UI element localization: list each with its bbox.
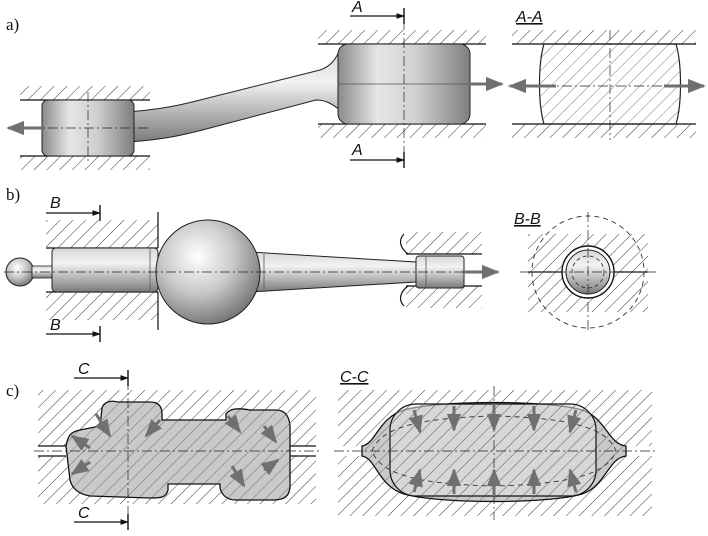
section-b-top-label: B bbox=[50, 195, 61, 212]
panel-c: c) C C C-C bbox=[6, 361, 656, 530]
die-top-right bbox=[318, 30, 486, 44]
aa-die-top bbox=[512, 30, 696, 44]
c-die-block bbox=[38, 390, 316, 504]
die-bottom-right bbox=[318, 124, 486, 138]
b-die-bottom-left bbox=[46, 292, 158, 320]
die-bottom-left bbox=[20, 156, 150, 170]
section-a-a-title: A-A bbox=[515, 9, 543, 26]
connecting-rod-arm bbox=[127, 49, 341, 143]
panel-b: b) B B B-B bbox=[4, 185, 656, 342]
panel-b-label: b) bbox=[6, 185, 20, 204]
section-c-c-title: C-C bbox=[340, 369, 369, 386]
die-top-left bbox=[20, 86, 150, 100]
section-b-b-title: B-B bbox=[514, 211, 541, 228]
section-a-bottom-label: A bbox=[351, 142, 363, 159]
b-shaft-left bbox=[51, 247, 159, 293]
b-die-top-left bbox=[46, 220, 158, 248]
panel-a: a) A A A-A bbox=[6, 0, 706, 170]
section-b-bottom-label: B bbox=[50, 317, 61, 334]
section-a-top-label: A bbox=[351, 0, 363, 16]
section-c-top-label: C bbox=[78, 361, 90, 378]
b-die-top-right bbox=[406, 232, 482, 254]
bb-die-top bbox=[528, 234, 648, 272]
panel-a-label: a) bbox=[6, 15, 19, 34]
b-die-bottom-right bbox=[406, 286, 482, 308]
aa-die-bottom bbox=[512, 124, 696, 138]
cc-pressure-arrows bbox=[408, 404, 582, 496]
bb-die-bottom bbox=[528, 272, 648, 312]
panel-c-label: c) bbox=[6, 381, 19, 400]
c-pressure-arrows bbox=[70, 413, 280, 488]
cc-initial-outline bbox=[371, 415, 617, 487]
section-c-bottom-label: C bbox=[78, 505, 90, 522]
cc-die-block bbox=[338, 390, 652, 516]
